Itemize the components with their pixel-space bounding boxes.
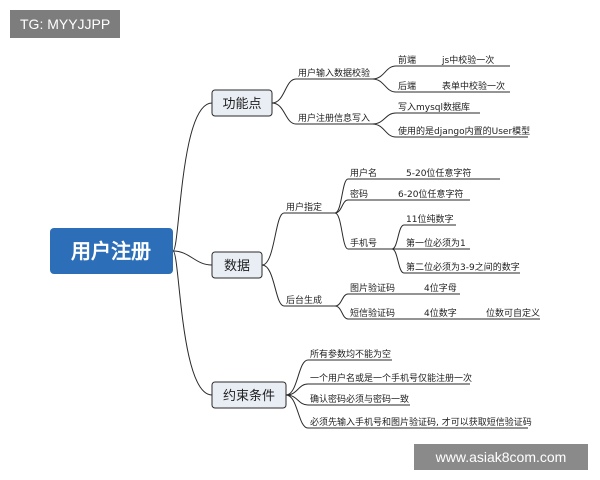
node-backend[interactable]: 后端 — [398, 80, 416, 92]
node-constraint-1[interactable]: 所有参数均不能为空 — [310, 348, 391, 360]
node-phone-detail-2[interactable]: 第一位必须为1 — [406, 237, 466, 249]
connector-constraints — [285, 359, 309, 429]
node-constraint-4[interactable]: 必须先输入手机号和图片验证码, 才可以获取短信验证码 — [310, 416, 532, 428]
node-username[interactable]: 用户名 — [350, 167, 377, 179]
branch-label-constraints: 约束条件 — [223, 388, 275, 404]
node-backend-detail[interactable]: 表单中校验一次 — [442, 80, 505, 92]
node-write-mysql[interactable]: 写入mysql数据库 — [398, 101, 470, 113]
connector-root-constraints — [172, 250, 213, 396]
node-frontend-detail[interactable]: js中校验一次 — [441, 54, 494, 66]
connector-root-features — [172, 102, 213, 252]
connector-data — [261, 212, 285, 307]
branch-node-data[interactable] — [211, 251, 263, 279]
node-sms-code-extra[interactable]: 位数可自定义 — [486, 307, 540, 319]
root-node[interactable] — [50, 228, 173, 274]
connector-validation — [371, 65, 397, 93]
node-input-validation[interactable]: 用户输入数据校验 — [298, 67, 370, 79]
branch-label-data: 数据 — [224, 259, 250, 274]
watermark: www.asiak8com.com — [414, 444, 588, 470]
node-phone-detail-1[interactable]: 11位纯数字 — [406, 213, 453, 225]
node-constraint-3[interactable]: 确认密码必须与密码一致 — [310, 393, 409, 405]
branch-label-features: 功能点 — [222, 97, 261, 112]
node-image-code[interactable]: 图片验证码 — [350, 282, 395, 294]
features-texts: 用户输入数据校验 用户注册信息写入 前端 js中校验一次 后端 表单中校验一次 … — [298, 54, 530, 137]
node-frontend[interactable]: 前端 — [398, 54, 416, 66]
node-password-detail[interactable]: 6-20位任意字符 — [398, 188, 463, 200]
node-username-detail[interactable]: 5-20位任意字符 — [406, 167, 471, 179]
connector-backend — [334, 293, 349, 320]
tg-tag: TG: MYYJJPP — [10, 10, 121, 38]
connectors — [172, 65, 540, 429]
connector-write — [371, 112, 397, 138]
constraints-texts: 所有参数均不能为空 一个用户名或是一个手机号仅能注册一次 确认密码必须与密码一致… — [310, 348, 532, 428]
node-password[interactable]: 密码 — [350, 188, 368, 200]
connector-features — [271, 78, 297, 125]
connector-root-data — [172, 250, 213, 266]
node-sms-code[interactable]: 短信验证码 — [350, 307, 395, 319]
connector-phone — [391, 224, 405, 274]
node-phone[interactable]: 手机号 — [350, 237, 377, 249]
node-constraint-2[interactable]: 一个用户名或是一个手机号仅能注册一次 — [310, 372, 472, 384]
data-texts: 用户指定 后台生成 用户名 5-20位任意字符 密码 6-20位任意字符 手机号… — [286, 167, 540, 319]
node-backend-generated[interactable]: 后台生成 — [286, 294, 322, 306]
node-user-specified[interactable]: 用户指定 — [286, 201, 322, 213]
node-phone-detail-3[interactable]: 第二位必须为3-9之间的数字 — [406, 261, 520, 273]
branch-node-constraints[interactable] — [211, 381, 287, 409]
root-label: 用户注册 — [71, 239, 151, 263]
branch-node-features[interactable] — [211, 89, 273, 117]
node-sms-code-detail[interactable]: 4位数字 — [424, 307, 457, 319]
node-image-code-detail[interactable]: 4位字母 — [424, 282, 457, 294]
connector-user-specified — [334, 178, 349, 250]
node-django-user[interactable]: 使用的是django内置的User模型 — [398, 125, 530, 137]
node-info-write[interactable]: 用户注册信息写入 — [298, 112, 370, 124]
